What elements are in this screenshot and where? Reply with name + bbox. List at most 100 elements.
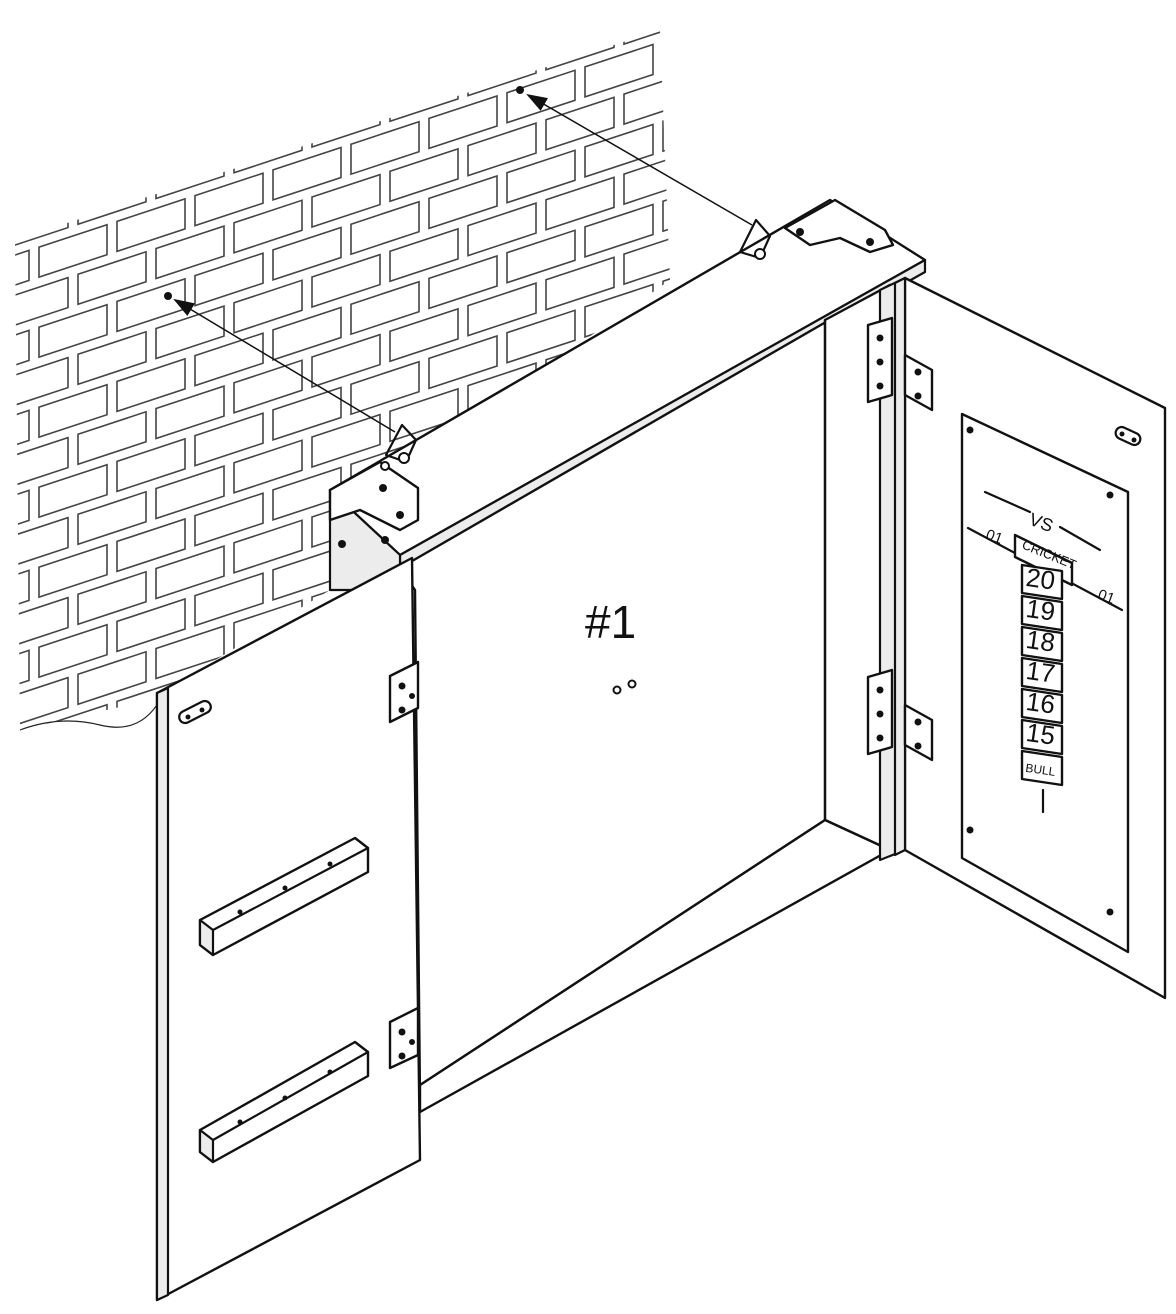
brick bbox=[272, 306, 342, 362]
brick bbox=[858, 154, 926, 207]
brick bbox=[15, 676, 69, 730]
dart-holder-bar-bottom bbox=[198, 1040, 370, 1164]
brick bbox=[311, 253, 381, 309]
brick bbox=[38, 703, 108, 730]
brick bbox=[819, 47, 887, 99]
brick bbox=[585, 0, 653, 17]
brick bbox=[233, 279, 303, 334]
brick bbox=[584, 123, 654, 179]
brick bbox=[77, 90, 147, 146]
brick bbox=[233, 519, 303, 574]
brick bbox=[155, 464, 225, 520]
brick bbox=[0, 810, 29, 863]
scoreboard-row-box bbox=[1020, 718, 1064, 756]
left-door-hinge-top bbox=[388, 660, 420, 724]
brick bbox=[0, 758, 68, 810]
brick bbox=[662, 177, 670, 233]
brick bbox=[194, 92, 264, 147]
brick bbox=[15, 436, 69, 492]
wall-hole-right bbox=[516, 86, 524, 94]
brick bbox=[77, 330, 147, 386]
brick bbox=[506, 309, 576, 364]
brick bbox=[194, 172, 264, 227]
scoreboard-row-box bbox=[1020, 563, 1064, 601]
brick bbox=[702, 0, 770, 18]
brick bbox=[38, 383, 108, 439]
brick bbox=[0, 998, 68, 1050]
right-door-hinge-bottom bbox=[866, 668, 934, 762]
brick bbox=[428, 254, 498, 310]
brick bbox=[194, 492, 264, 547]
brick bbox=[15, 409, 30, 465]
brick bbox=[116, 357, 186, 413]
brick bbox=[39, 785, 107, 837]
brick bbox=[741, 0, 809, 46]
scoreboard-number: 16 bbox=[1024, 686, 1057, 720]
brick bbox=[0, 970, 29, 1023]
scoreboard-number: 19 bbox=[1024, 593, 1057, 627]
brick bbox=[77, 170, 147, 226]
brick bbox=[506, 30, 576, 44]
wall-torn-edge bbox=[19, 699, 161, 731]
bracket-right bbox=[783, 198, 895, 254]
brick bbox=[468, 0, 536, 16]
brick bbox=[15, 249, 30, 305]
brick bbox=[897, 102, 965, 154]
brick bbox=[389, 147, 459, 203]
brick bbox=[623, 30, 670, 46]
brick bbox=[39, 1025, 107, 1077]
right-door-handle-icon bbox=[1114, 425, 1142, 447]
scoreboard-bull-label: BULL bbox=[1025, 761, 1057, 779]
brick bbox=[233, 439, 303, 494]
brick bbox=[15, 329, 30, 385]
brick bbox=[15, 516, 69, 572]
brick bbox=[741, 153, 809, 206]
brick bbox=[78, 812, 146, 865]
cabinet-label: #1 bbox=[585, 596, 636, 648]
brick bbox=[194, 412, 264, 467]
scoreboard-row-box bbox=[1020, 687, 1064, 725]
dart-holder-bar-top bbox=[198, 836, 370, 957]
brick bbox=[155, 64, 225, 120]
brick bbox=[78, 892, 146, 945]
brick bbox=[467, 121, 537, 177]
scoreboard-number: 15 bbox=[1024, 717, 1057, 751]
brick bbox=[467, 41, 537, 97]
brick bbox=[389, 227, 459, 283]
wall-hole-left bbox=[164, 292, 172, 300]
scoreboard-left-label: 01 bbox=[984, 526, 1005, 548]
brick bbox=[155, 384, 225, 440]
brick bbox=[155, 544, 225, 600]
brick bbox=[194, 572, 264, 627]
brick bbox=[116, 197, 186, 253]
brick bbox=[584, 43, 654, 99]
brick bbox=[545, 176, 615, 231]
brick bbox=[194, 332, 264, 387]
brick bbox=[819, 0, 887, 20]
brick bbox=[819, 127, 887, 179]
scoreboard-row-box bbox=[1020, 594, 1064, 632]
brick bbox=[39, 865, 107, 917]
brick bbox=[38, 623, 108, 679]
brick bbox=[233, 119, 303, 174]
brick bbox=[155, 224, 225, 280]
scoreboard-number: 17 bbox=[1024, 655, 1057, 689]
brick bbox=[389, 30, 459, 43]
brick bbox=[350, 200, 420, 256]
brick bbox=[0, 1050, 29, 1103]
brick bbox=[350, 360, 420, 416]
brick bbox=[0, 918, 68, 970]
brick bbox=[780, 100, 848, 152]
brick bbox=[428, 174, 498, 230]
scoreboard-number: 20 bbox=[1024, 562, 1057, 596]
brick bbox=[15, 196, 69, 252]
dartboard-mount-hole bbox=[627, 679, 637, 689]
brick bbox=[350, 120, 420, 176]
brick bbox=[311, 413, 381, 469]
brick bbox=[194, 252, 264, 307]
brick bbox=[15, 489, 30, 545]
brick bbox=[272, 386, 342, 442]
brick bbox=[506, 69, 576, 124]
brick bbox=[623, 70, 670, 126]
